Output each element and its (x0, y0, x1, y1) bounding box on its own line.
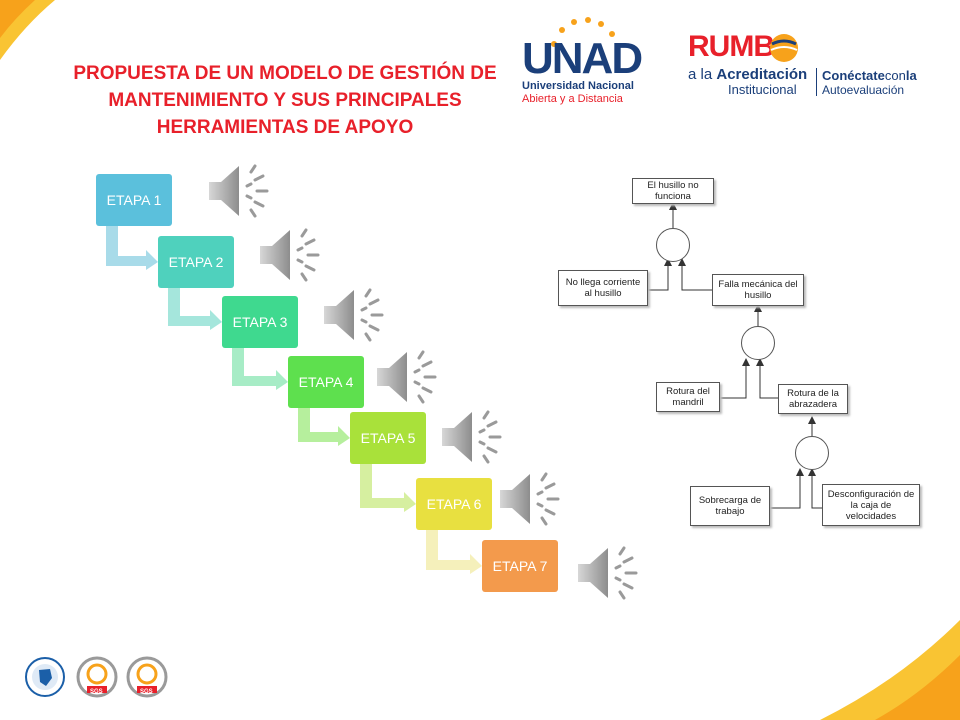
speaker-icon[interactable] (496, 466, 566, 532)
speaker-icon[interactable] (373, 344, 443, 410)
bent-arrow-icon (298, 408, 350, 446)
rumbo-acreditacion: Acreditación (716, 66, 808, 83)
la-text: la (905, 68, 917, 83)
fault-gate-3 (795, 436, 829, 470)
rumbo-line2: Institucional (728, 82, 797, 97)
rumbo-right-line1: Conéctateconla (822, 68, 917, 83)
unad-line1: Universidad Nacional (522, 80, 634, 92)
unad-sun-icon (551, 17, 615, 47)
speaker-icon[interactable] (256, 222, 326, 288)
rumbo-right-line2: Autoevaluación (822, 83, 905, 97)
unad-logo: UNAD Universidad Nacional Abierta y a Di… (516, 14, 646, 106)
slide-title: PROPUESTA DE UN MODELO DE GESTIÓN DE MAN… (73, 63, 497, 138)
certification-badges: SGS SGS (24, 656, 174, 706)
rumbo-prefix: a la (688, 66, 717, 83)
stage-5-box: ETAPA 5 (350, 412, 426, 464)
stage-7-box: ETAPA 7 (482, 540, 558, 592)
fault-event-desconfiguracion: Desconfiguración de la caja de velocidad… (822, 484, 920, 526)
unad-line2: Abierta y a Distancia (522, 93, 623, 105)
sgs-label-2: SGS (140, 689, 153, 695)
fault-event-mandril: Rotura del mandril (656, 382, 720, 412)
rumbo-divider (816, 68, 817, 96)
fault-event-abrazadera: Rotura de la abrazadera (778, 384, 848, 414)
speaker-icon[interactable] (574, 540, 644, 606)
fault-event-sobrecarga: Sobrecarga de trabajo (690, 486, 770, 526)
speaker-icon[interactable] (320, 282, 390, 348)
sgs-label-1: SGS (90, 689, 103, 695)
bent-arrow-icon (106, 226, 158, 270)
sgs-badge-1-icon (76, 656, 118, 698)
sgs-badge-2-icon (126, 656, 168, 698)
fault-gate-1 (656, 228, 690, 262)
unad-mark: UNAD (522, 34, 643, 83)
rumbo-mark: RUMB (688, 30, 775, 63)
conectate-text: Conéctate (822, 68, 885, 83)
bent-arrow-icon (168, 288, 222, 330)
fault-gate-2 (741, 326, 775, 360)
stage-4-box: ETAPA 4 (288, 356, 364, 408)
speaker-icon[interactable] (205, 158, 275, 224)
bottom-right-swoosh (820, 620, 960, 720)
rumbo-line1: a la Acreditación (688, 66, 807, 83)
stage-2-box: ETAPA 2 (158, 236, 234, 288)
stage-1-box: ETAPA 1 (96, 174, 172, 226)
stage-3-box: ETAPA 3 (222, 296, 298, 348)
speaker-icon[interactable] (438, 404, 508, 470)
stage-6-box: ETAPA 6 (416, 478, 492, 530)
bent-arrow-icon (426, 530, 482, 574)
bent-arrow-icon (232, 348, 288, 390)
fault-event-no-current: No llega corriente al husillo (558, 270, 648, 306)
globe-icon (770, 34, 798, 62)
fault-event-mechanical: Falla mecánica del husillo (712, 274, 804, 306)
top-left-swoosh (0, 0, 55, 60)
fault-top-event: El husillo no funciona (632, 178, 714, 204)
bent-arrow-icon (360, 464, 416, 512)
rumbo-logo: RUMB a la Acreditación Institucional Con… (688, 30, 938, 100)
colombia-seal-icon (25, 657, 65, 697)
con-text: con (884, 68, 906, 83)
